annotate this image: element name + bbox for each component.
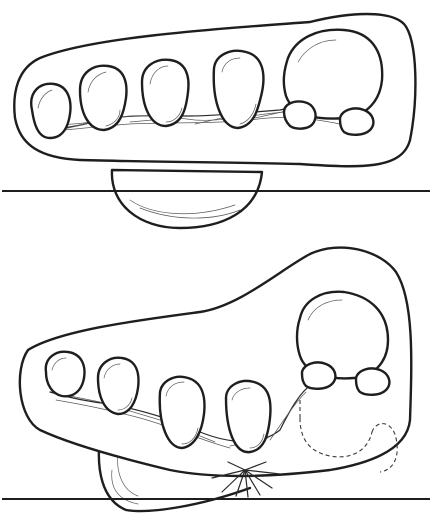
lower-panel (2, 248, 430, 511)
lower-tooth-2 (98, 358, 138, 414)
upper-molar-root-right (340, 108, 373, 134)
upper-mandible (112, 170, 262, 228)
upper-tooth-3 (142, 60, 188, 126)
upper-molar-root-left (284, 101, 316, 128)
lower-tooth-3 (160, 377, 205, 448)
upper-panel (2, 14, 430, 228)
lower-molar-root-left (302, 362, 335, 388)
lower-molar-root-right (356, 368, 389, 394)
lower-tooth-1 (46, 352, 85, 397)
upper-tooth-1 (31, 84, 70, 138)
upper-tooth-2 (80, 66, 126, 130)
